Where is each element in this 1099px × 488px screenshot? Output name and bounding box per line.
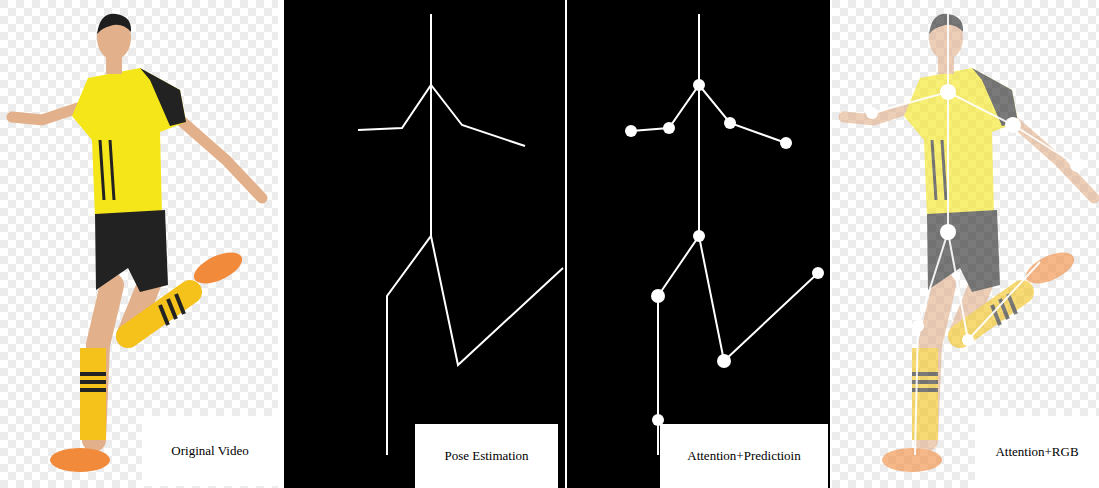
attention-prediction-panel-shape-shape [717,354,731,368]
attention-prediction-panel-shape [567,0,830,488]
attention-rgb-photo-shape-shape [947,10,949,232]
attention-prediction-panel [567,0,830,488]
original-photo [0,0,278,488]
pose-panel [284,0,565,488]
attention-rgb-photo-shape-shape [912,320,924,332]
attention-prediction-panel-shape-shape [780,137,792,149]
panel-label-box: Attention+RGB [975,416,1099,488]
pose-panel-shape [284,0,565,488]
attention-rgb-photo-shape-shape [1005,117,1021,133]
panel-label: Attention+Predictioin [687,448,800,464]
attention-prediction-panel-shape-shape [663,122,675,134]
attention-prediction-panel-shape-shape [658,236,818,455]
attention-rgb-photo-shape-shape [844,14,1094,472]
panel-label-box: Attention+Predictioin [660,424,828,488]
attention-prediction-panel-shape-shape [698,14,700,236]
attention-rgb-photo-shape [866,84,1084,346]
attention-rgb-photo-shape-shape [1070,158,1084,172]
attention-prediction-panel-shape-shape [625,125,637,137]
original-photo-shape [0,0,278,488]
panel-label-stack: Pose Estimation [444,448,528,464]
attention-rgb-photo-shape [832,0,1099,488]
panel-label-stack: Attention+RGB [995,444,1078,460]
attention-prediction-panel-shape-shape [651,289,665,303]
attention-rgb-photo-shape-shape [940,224,956,240]
panel-label-box: Pose Estimation [415,424,558,488]
attention-prediction-panel-shape-shape [693,79,705,91]
pose-panel-shape [358,14,563,455]
attention-prediction-panel-shape [625,79,824,426]
panel-label: Attention+RGB [995,444,1078,460]
attention-rgb-photo-shape-shape [866,107,878,119]
pose-panel-shape-shape [430,14,432,236]
panel-label: Original Video [171,443,248,459]
attention-rgb-photo-shape [844,14,1094,472]
attention-prediction-panel-shape-shape [812,267,824,279]
attention-rgb-photo-shape-shape [962,334,974,346]
attention-prediction-panel-shape-shape [631,85,786,143]
attention-prediction-panel-shape-shape [693,230,705,242]
attention-rgb-photo-shape [872,10,1077,455]
panel-label-stack: Original Video [171,443,248,459]
pose-panel-shape-shape [387,236,563,455]
attention-prediction-panel-shape-shape [724,117,736,129]
panel-label: Pose Estimation [444,448,528,464]
attention-rgb-photo-shape-shape [872,92,1077,165]
attention-rgb-photo-shape-shape [940,84,956,100]
panel-label-box: Original Video [142,416,278,486]
pose-panel-shape-shape [358,85,525,146]
attention-prediction-panel-shape [631,14,818,455]
attention-rgb-photo [832,0,1099,488]
panel-label-stack: Attention+Predictioin [687,448,800,464]
original-photo-shape [12,14,262,472]
